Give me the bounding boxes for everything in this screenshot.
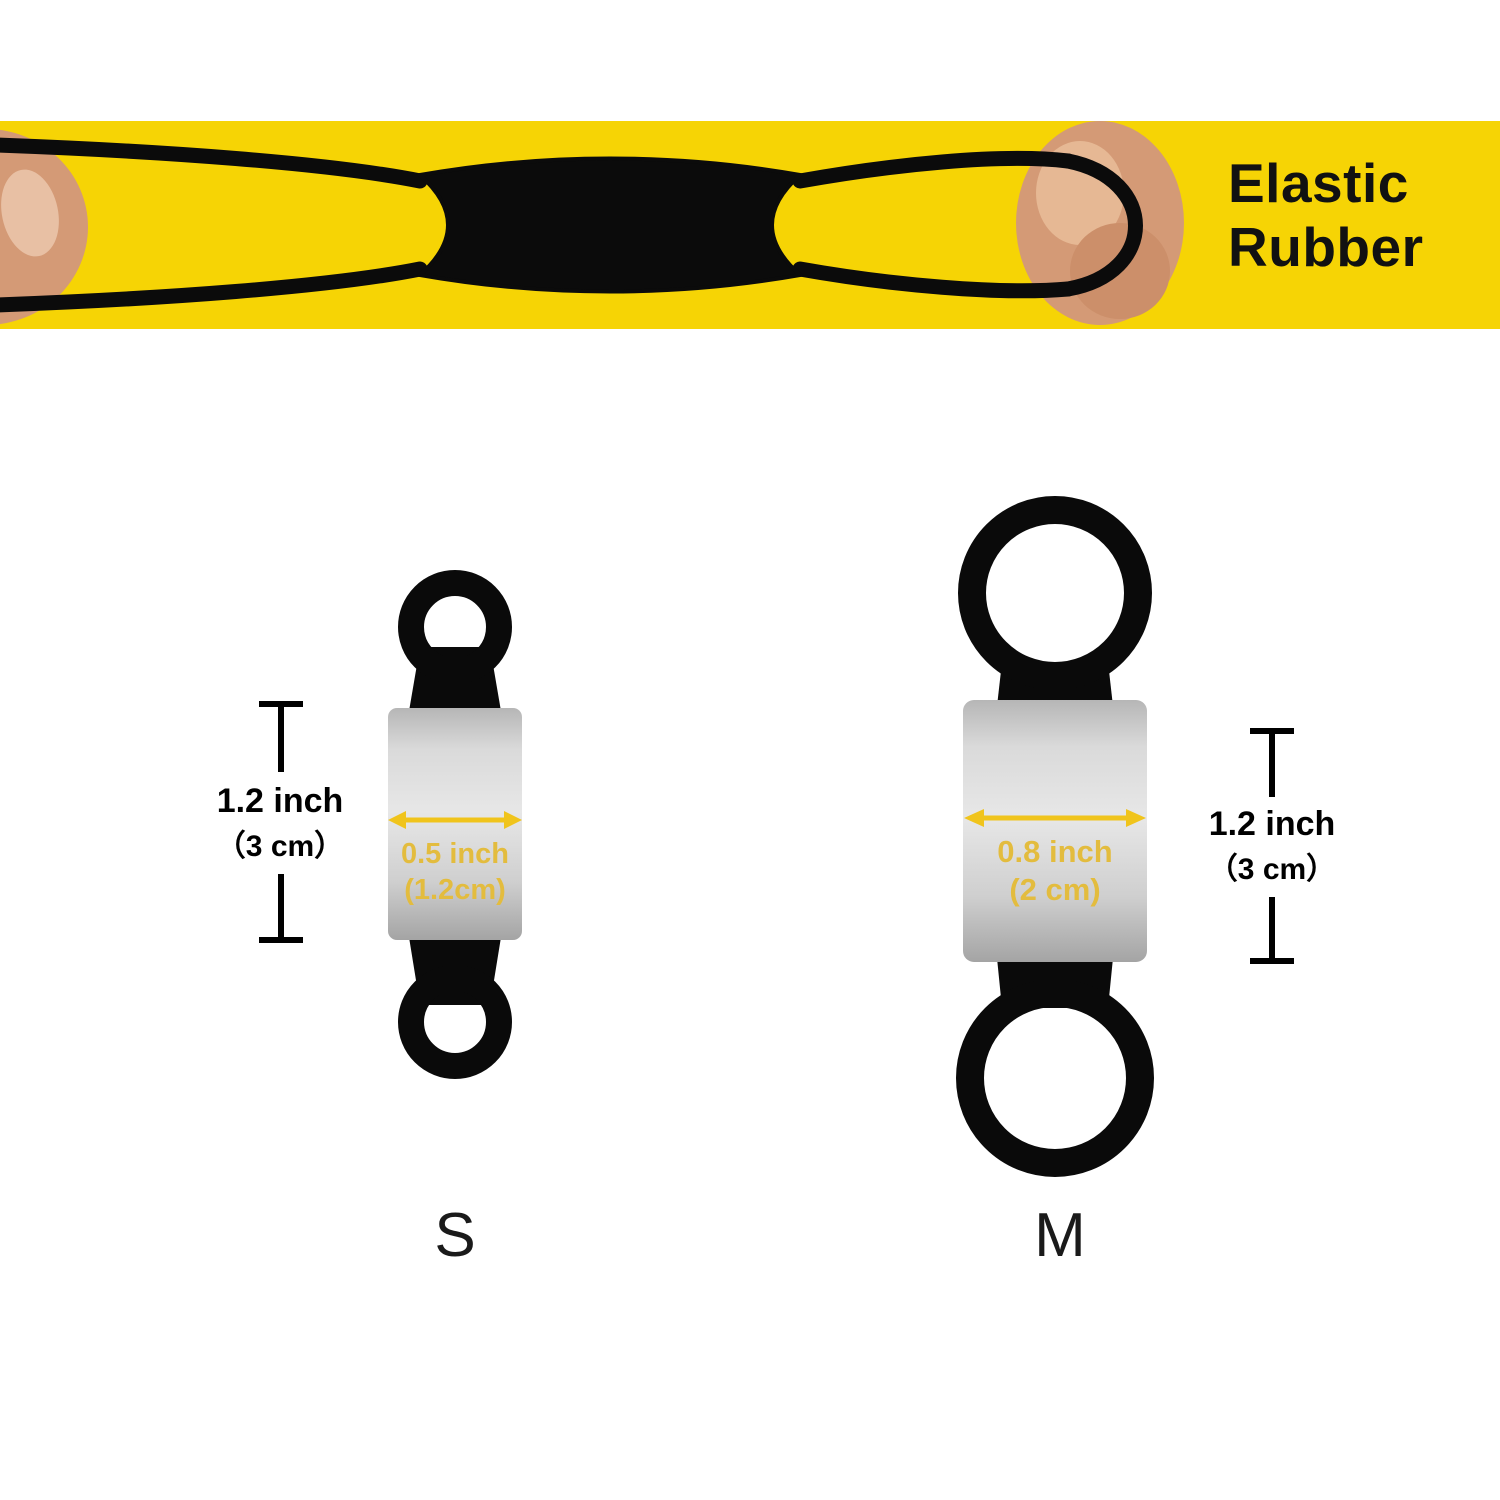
height-value-m: 1.2 inch xyxy=(1208,805,1336,843)
top-ring xyxy=(398,570,512,684)
banner-title-line2: Rubber xyxy=(1228,216,1424,279)
bottom-ring xyxy=(398,965,512,1079)
stretch-demo-illustration xyxy=(0,121,1184,325)
elastic-rubber-banner: Elastic Rubber xyxy=(0,121,1500,329)
banner-title-line1: Elastic xyxy=(1228,152,1409,214)
dimension-line xyxy=(1250,728,1294,964)
width-value-m: 0.8 inch xyxy=(997,834,1112,869)
height-metric-s: （3 cm） xyxy=(215,830,345,863)
height-value-s: 1.2 inch xyxy=(216,782,344,820)
top-ring xyxy=(958,496,1152,690)
size-label-m: M xyxy=(1034,1201,1086,1270)
height-dimension-m: 1.2 inch （3 cm） xyxy=(1172,725,1372,967)
bottom-ring xyxy=(956,979,1154,1177)
width-metric-m: (2 cm) xyxy=(1009,872,1100,907)
height-metric-m: （3 cm） xyxy=(1207,853,1337,886)
size-label-s: S xyxy=(434,1201,476,1270)
width-arrow xyxy=(388,811,522,829)
product-size-m-illustration: 0.8 inch (2 cm) xyxy=(956,496,1154,1177)
elastic-band-shape xyxy=(0,137,1143,313)
thumb-left-image xyxy=(0,129,88,325)
product-size-s-illustration: 0.5 inch (1.2cm) xyxy=(388,570,522,1079)
width-arrow xyxy=(964,809,1146,827)
silicone-sleeve xyxy=(963,700,1147,962)
width-metric-s: (1.2cm) xyxy=(404,874,506,906)
width-value-s: 0.5 inch xyxy=(401,838,509,870)
banner-title: Elastic Rubber xyxy=(1228,151,1424,280)
height-dimension-s: 1.2 inch （3 cm） xyxy=(185,698,375,946)
silicone-sleeve xyxy=(388,708,522,940)
dimension-line xyxy=(259,701,303,943)
